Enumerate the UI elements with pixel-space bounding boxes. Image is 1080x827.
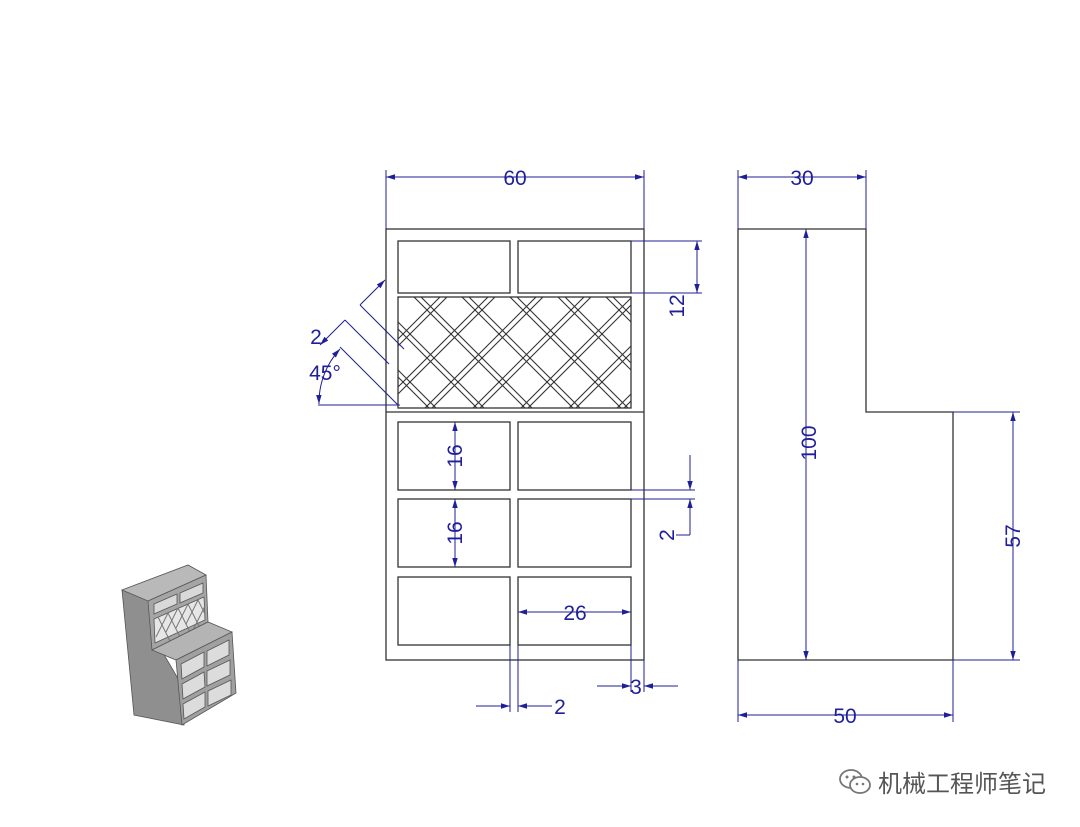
- cell: [517, 421, 632, 491]
- wechat-icon: [839, 768, 871, 794]
- cell: [517, 240, 632, 294]
- watermark-text: 机械工程师笔记: [878, 770, 1046, 798]
- dim-lower-height-57: 57: [1002, 524, 1025, 547]
- front-view: [385, 228, 645, 661]
- dim-cell-width-26: 26: [563, 602, 586, 625]
- dim-base-depth-50: 50: [833, 705, 856, 728]
- dim-wall-3: 3: [630, 676, 642, 699]
- side-view: [737, 228, 954, 661]
- front-dimensions: [316, 170, 702, 712]
- dim-top-depth-30: 30: [790, 167, 813, 190]
- dim-angle-45: 45°: [309, 362, 341, 385]
- dim-row-height-12: 12: [666, 294, 689, 317]
- isometric-model: [120, 564, 237, 726]
- cell: [397, 240, 511, 294]
- side-dimensions: [737, 170, 1020, 722]
- dim-wall-2: 2: [554, 696, 566, 719]
- dim-cell-height-16b: 16: [444, 521, 467, 544]
- diamond-mesh: [398, 297, 631, 408]
- dim-cell-height-16a: 16: [444, 444, 467, 467]
- front-outline: [385, 228, 645, 661]
- dim-gap-2: 2: [656, 529, 679, 541]
- dim-mesh-bar-2: 2: [310, 326, 322, 349]
- dim-height-100: 100: [798, 425, 821, 460]
- cell: [397, 576, 511, 646]
- side-profile: [737, 228, 954, 661]
- cell: [517, 498, 632, 568]
- dim-width-60: 60: [503, 167, 526, 190]
- dimension-labels: 60 12 16 16 2 26 2 3 2 45° 30 100 57 50: [309, 167, 1025, 728]
- watermark: 机械工程师笔记: [838, 764, 1046, 799]
